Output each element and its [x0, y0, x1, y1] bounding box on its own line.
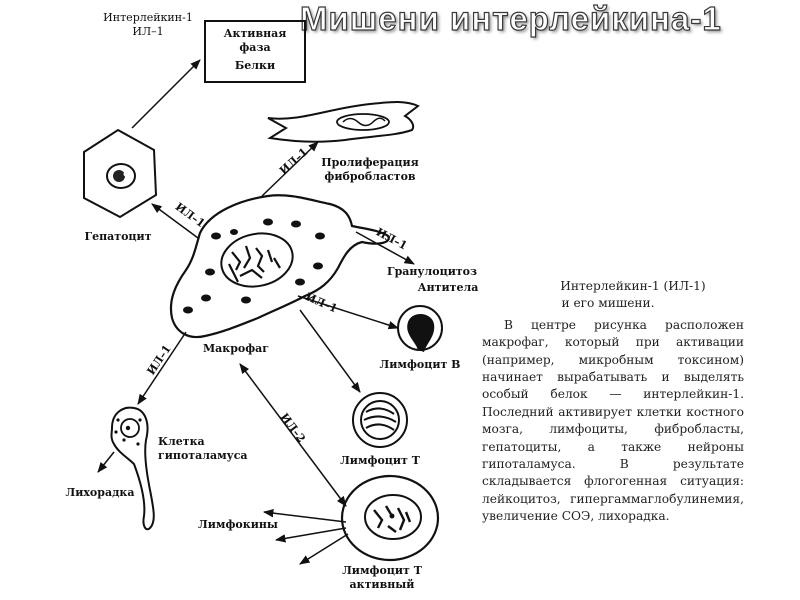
- macrophage-cell: [169, 194, 390, 339]
- fibroblast-label-1: Пролиферация: [321, 156, 418, 169]
- arrow-lymphokines-1: [262, 508, 347, 523]
- acute-phase-label-3: Белки: [235, 59, 275, 72]
- caption-body: В центре рисунка расположен макрофаг, ко…: [482, 317, 744, 524]
- hepatocyte-label: Гепатоцит: [84, 230, 151, 243]
- lymphocyte-t-label: Лимфоцит Т: [340, 454, 421, 467]
- arrow-to-hepatocyte: [151, 203, 199, 239]
- arrow-hepatocyte-to-proteins: [131, 59, 201, 129]
- hypothalamus-label-1: Клетка: [158, 435, 205, 448]
- arrow-to-hypothalamus: [137, 331, 187, 405]
- il1-label-lymphocyte-b: ИЛ–1: [304, 290, 340, 315]
- lymphocyte-b-cell: [397, 305, 443, 352]
- arrow-to-lymphocyte-b: [297, 295, 400, 330]
- arrow-lymphokines-2: [274, 527, 347, 543]
- il1-header-label-1: Интерлейкин-1: [103, 11, 193, 24]
- active-lymphocyte-t-label-2: активный: [350, 578, 415, 591]
- fibroblast-label-2: фибробластов: [324, 170, 416, 183]
- macrophage-label: Макрофаг: [203, 342, 269, 355]
- lymphokines-label: Лимфокины: [198, 518, 278, 531]
- antibodies-label: Антитела: [418, 281, 479, 294]
- il1-label-granulocytosis: ИЛ–1: [374, 225, 409, 252]
- acute-phase-label-2: фаза: [239, 41, 270, 54]
- il1-header-label-2: ИЛ–1: [132, 25, 163, 38]
- hypothalamus-label-2: гипоталамуса: [158, 449, 248, 462]
- acute-phase-label-1: Активная: [224, 27, 287, 40]
- hypothalamus-cell: [110, 406, 155, 531]
- slide-title: Мишени интерлейкина-1: [299, 0, 722, 38]
- lymphocyte-b-label: Лимфоцит В: [380, 358, 461, 371]
- arrow-to-lymphocyte-t: [299, 309, 361, 393]
- arrow-to-fever: [97, 451, 115, 473]
- il2-label: ИЛ–2: [278, 411, 308, 445]
- active-lymphocyte-t-cell: [340, 474, 440, 562]
- lymphocyte-t-cell: [352, 392, 408, 448]
- caption-title-2: и его мишени.: [561, 296, 655, 311]
- arrow-to-granulocytosis: [355, 231, 415, 265]
- granulocytosis-label: Гранулоцитоз: [387, 265, 477, 278]
- il1-label-fibroblast: ИЛ–1: [277, 145, 310, 177]
- fibroblast-cell: [267, 101, 420, 143]
- fever-label: Лихорадка: [65, 486, 134, 499]
- arrow-to-fibroblast: [261, 141, 319, 197]
- acute-phase-box: [204, 20, 306, 83]
- hepatocyte-cell: [83, 128, 158, 219]
- active-lymphocyte-t-label-1: Лимфоцит Т: [342, 564, 423, 577]
- figure-caption: Интерлейкин-1 (ИЛ-1) и его мишени. В цен…: [482, 278, 744, 526]
- arrow-il2-macrophage-active-t: [239, 363, 347, 507]
- arrow-lymphokines-3: [299, 533, 349, 565]
- caption-title-1: Интерлейкин-1 (ИЛ-1): [560, 279, 706, 293]
- il1-label-hepatocyte: ИЛ–1: [173, 200, 208, 230]
